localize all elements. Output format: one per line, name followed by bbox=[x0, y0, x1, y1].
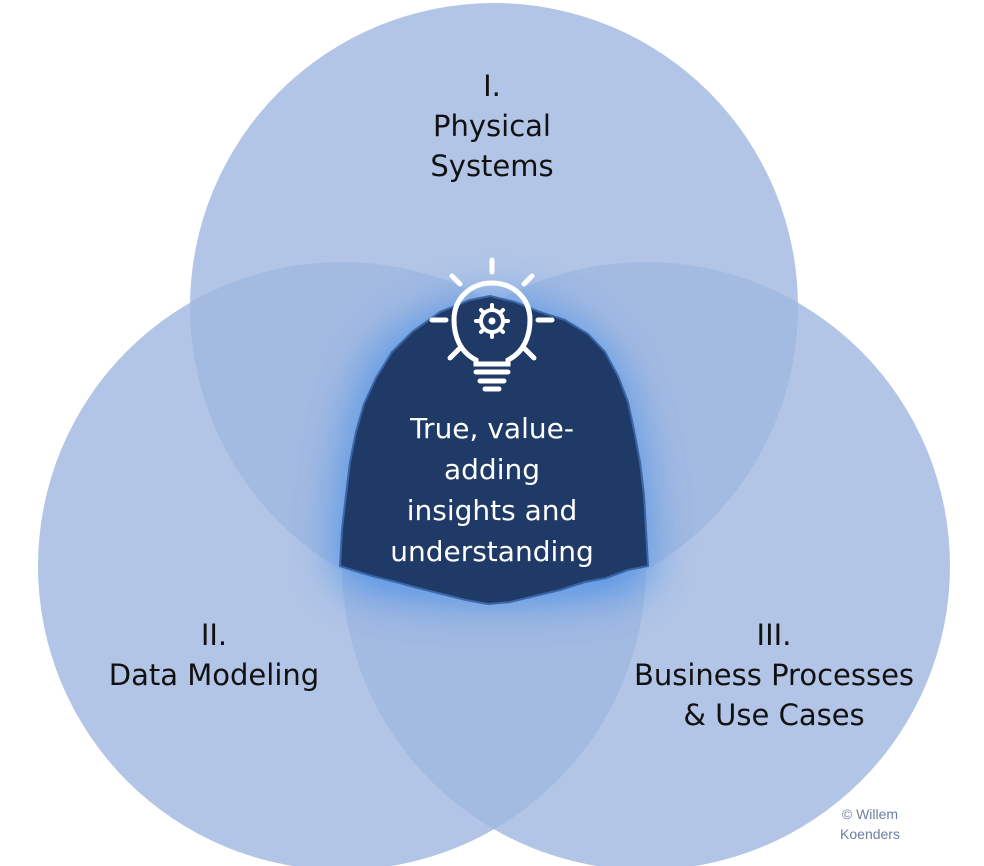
label-number: I. bbox=[483, 69, 501, 103]
label-physical-systems: I. Physical Systems bbox=[392, 66, 592, 186]
label-business-processes: III. Business Processes & Use Cases bbox=[614, 615, 934, 735]
label-data-modeling: II. Data Modeling bbox=[84, 615, 344, 695]
label-number: II. bbox=[200, 618, 228, 652]
copyright-notice: © Willem Koenders bbox=[810, 804, 930, 844]
label-line: & Use Cases bbox=[683, 698, 865, 732]
center-shape bbox=[338, 294, 650, 606]
gear-teeth bbox=[474, 303, 510, 339]
label-line: Business Processes bbox=[633, 658, 915, 692]
label-line: Physical bbox=[433, 109, 551, 143]
center-line: understanding bbox=[390, 535, 594, 568]
center-line: adding bbox=[443, 453, 540, 486]
copyright-line: © Willem bbox=[841, 806, 899, 822]
center-line: insights and bbox=[406, 494, 578, 527]
ray bbox=[522, 346, 537, 361]
lightbulb-gear-icon bbox=[429, 257, 555, 392]
label-number: III. bbox=[756, 618, 792, 652]
label-line: Systems bbox=[430, 149, 554, 183]
ray bbox=[449, 273, 463, 287]
bulb-outline bbox=[451, 280, 533, 367]
label-line: Data Modeling bbox=[108, 658, 320, 692]
copyright-line: Koenders bbox=[840, 826, 900, 842]
ray bbox=[447, 346, 462, 361]
center-line: True, value- bbox=[410, 412, 574, 445]
gear-hub bbox=[488, 317, 496, 325]
ray bbox=[521, 273, 535, 287]
center-insight-text: True, value- adding insights and underst… bbox=[372, 408, 612, 572]
